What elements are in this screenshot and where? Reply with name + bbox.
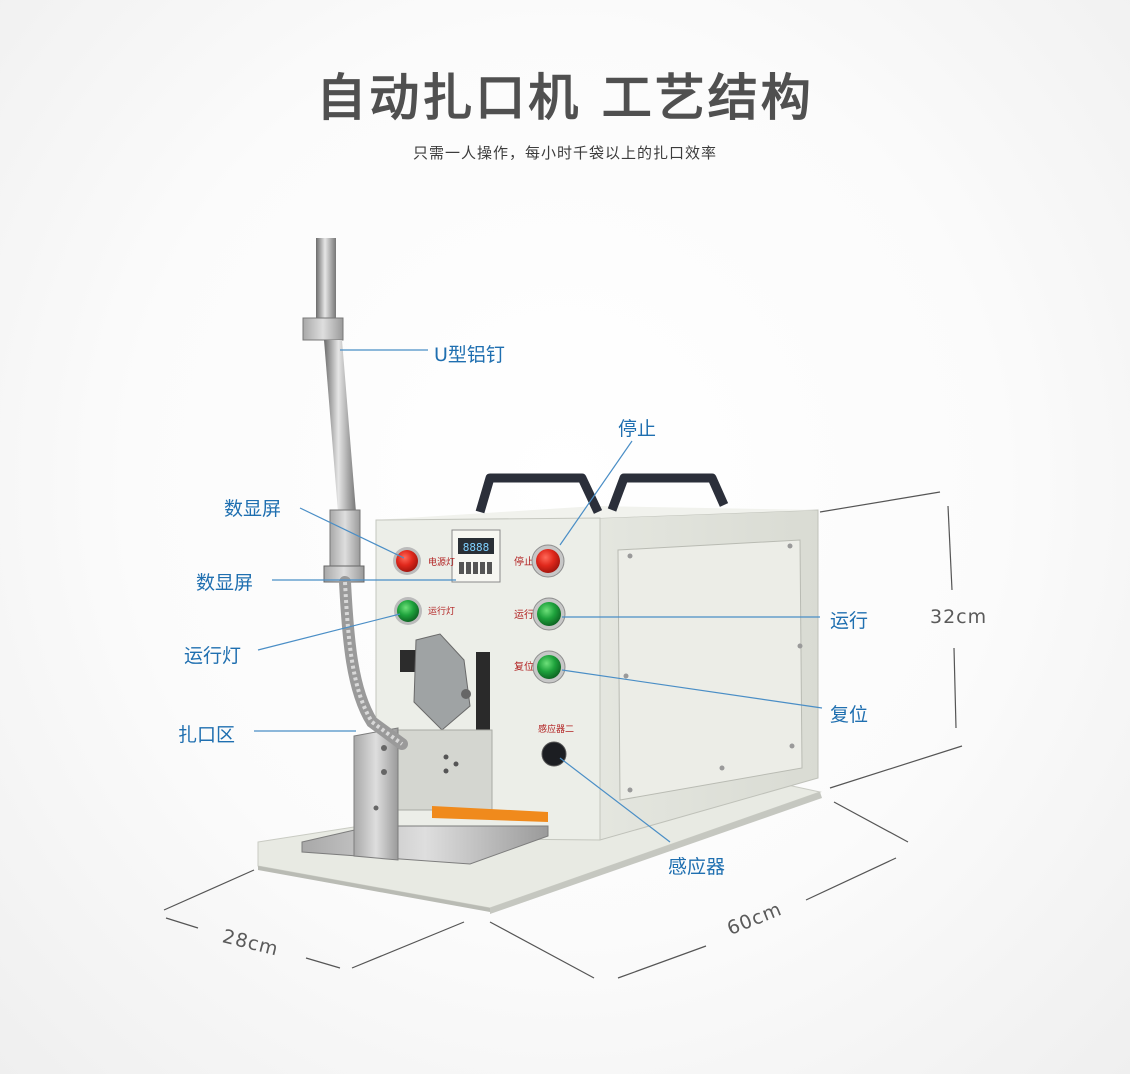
- callout-run-light: 运行灯: [184, 645, 242, 667]
- sensor2-label: 感应器二: [538, 723, 574, 735]
- run-label: 运行: [514, 608, 534, 621]
- stop-button[interactable]: [531, 544, 565, 578]
- callout-tie-zone: 扎口区: [178, 724, 236, 746]
- counter-readout: 8888: [463, 541, 490, 554]
- callout-sensor: 感应器: [668, 856, 726, 878]
- power-light-label: 电源灯: [428, 556, 455, 568]
- run-light-label: 运行灯: [428, 605, 455, 617]
- page-title: 自动扎口机 工艺结构: [316, 69, 814, 127]
- dimension-lines: [163, 491, 963, 979]
- run-button[interactable]: [532, 597, 566, 631]
- callout-u-nail: U型铝钉: [434, 344, 505, 366]
- stop-label: 停止: [514, 555, 534, 568]
- carry-handles: [475, 473, 729, 514]
- power-light: [393, 547, 421, 575]
- callout-leaders: [254, 349, 823, 843]
- dimension-height: 32cm: [930, 606, 988, 628]
- reset-label: 复位: [514, 660, 534, 673]
- orange-strip: [432, 806, 548, 822]
- callout-run: 运行: [830, 610, 869, 632]
- sensor: [541, 741, 567, 767]
- callout-reset: 复位: [830, 704, 869, 726]
- tying-mechanism: [301, 633, 549, 865]
- counter-display: 8888: [451, 529, 501, 583]
- page-subtitle: 只需一人操作，每小时千袋以上的扎口效率: [412, 144, 717, 162]
- callout-display-2: 数显屏: [196, 572, 254, 594]
- callout-stop: 停止: [618, 418, 657, 440]
- feed-rod: [302, 238, 408, 750]
- run-light: [394, 597, 422, 625]
- callout-display-1: 数显屏: [224, 498, 282, 520]
- reset-button[interactable]: [532, 650, 566, 684]
